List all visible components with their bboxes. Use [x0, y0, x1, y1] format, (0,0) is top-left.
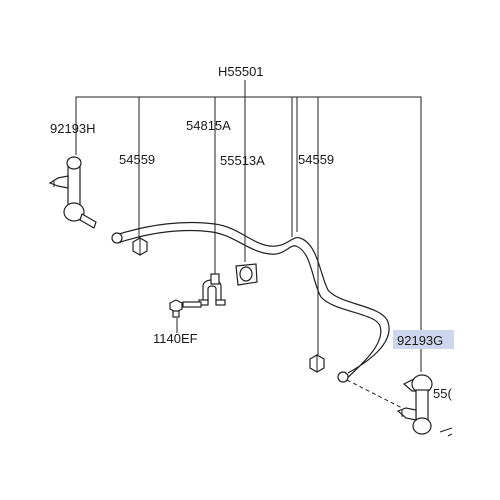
label-54559-right: 54559	[298, 152, 334, 167]
nut-left	[132, 237, 148, 256]
bar-end-eye-left	[111, 232, 123, 244]
nut-right	[309, 354, 325, 373]
stabilizer-bar	[111, 221, 390, 383]
stabilizer-link-left	[48, 156, 97, 229]
label-55513a: 55513A	[220, 153, 265, 168]
label-92193g-highlight	[393, 330, 454, 349]
stabilizer-link-right	[396, 374, 433, 435]
label-54559-left: 54559	[119, 152, 155, 167]
leader-lines	[75, 80, 422, 413]
part-labels: H55501 92193H 54815A 54559 55513A 54559 …	[50, 64, 454, 401]
label-1140ef: 1140EF	[153, 331, 198, 346]
label-cut-off: 55(	[433, 386, 452, 401]
clamp-bracket	[198, 273, 226, 306]
label-92193g: 92193G	[397, 333, 443, 348]
cut-off-part	[439, 427, 453, 437]
label-92193h: 92193H	[50, 121, 96, 136]
bushing	[235, 263, 258, 286]
label-54815a: 54815A	[186, 118, 231, 133]
bar-end-eye-right	[337, 371, 349, 383]
bolt	[169, 299, 202, 318]
label-h55501: H55501	[218, 64, 264, 79]
